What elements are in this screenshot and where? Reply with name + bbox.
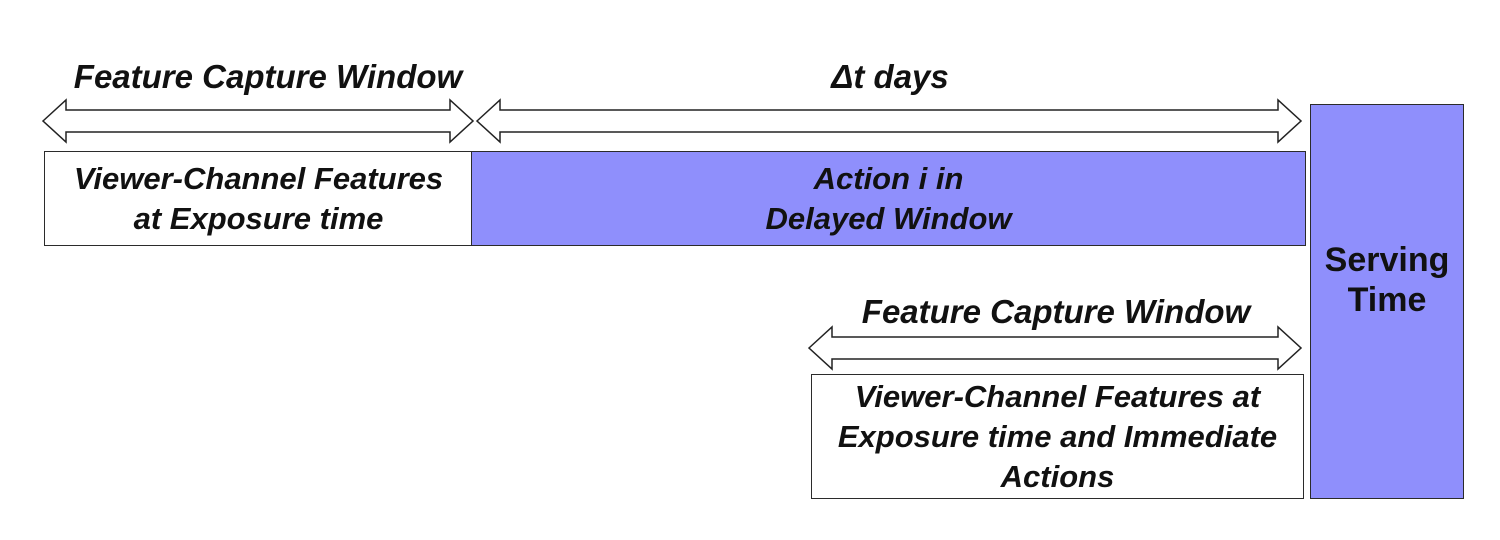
action-delayed-window-box: Action i in Delayed Window [471, 151, 1306, 246]
delayed-window-line2: Delayed Window [765, 200, 1012, 236]
viewer-features-bottom-line3: Actions [1000, 458, 1115, 494]
viewer-features-bottom-line2: Exposure time and Immediate [837, 418, 1278, 454]
delta-t-double-arrow [476, 98, 1302, 144]
delta-t-days-label: Δt days [831, 58, 949, 95]
viewer-channel-features-box-top: Viewer-Channel Features at Exposure time [44, 151, 473, 246]
delayed-window-line1: Action i in [813, 160, 964, 196]
top-capture-window-double-arrow [42, 98, 474, 144]
bottom-capture-window-double-arrow [808, 325, 1302, 371]
serving-time-box: Serving Time [1310, 104, 1464, 499]
viewer-features-bottom-line1: Viewer-Channel Features at [854, 378, 1261, 414]
serving-time-line2: Time [1347, 280, 1427, 319]
bottom-feature-capture-window-label: Feature Capture Window [861, 293, 1251, 330]
viewer-features-top-line1: Viewer-Channel Features [73, 160, 444, 196]
serving-time-line1: Serving [1324, 240, 1450, 279]
top-feature-capture-window-label: Feature Capture Window [73, 58, 463, 95]
viewer-features-top-line2: at Exposure time [133, 200, 384, 236]
viewer-channel-features-box-bottom: Viewer-Channel Features at Exposure time… [811, 374, 1304, 499]
